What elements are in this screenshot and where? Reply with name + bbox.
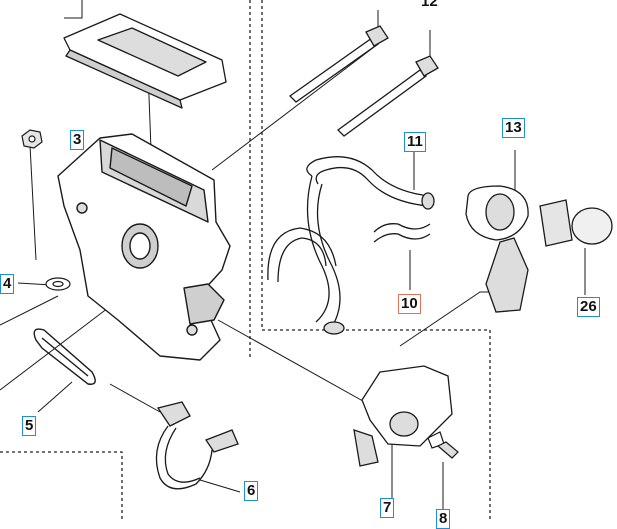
callout-4[interactable]: 4 [0, 274, 15, 294]
main-housing [57, 133, 231, 361]
callout-26[interactable]: 26 [577, 297, 600, 317]
callout-8[interactable]: 8 [436, 509, 451, 529]
callout-7[interactable]: 7 [380, 498, 395, 518]
callout-5[interactable]: 5 [22, 416, 37, 436]
leader-lines [0, 0, 586, 510]
callout-12[interactable]: 12 [421, 0, 438, 10]
fuel-hoses [267, 156, 435, 335]
choke-bracket [353, 365, 453, 467]
callout-13[interactable]: 13 [502, 118, 525, 138]
callout-11[interactable]: 11 [404, 132, 426, 152]
screw [427, 431, 459, 459]
washer [45, 277, 71, 291]
gasket-ring [33, 328, 96, 385]
primer-pump [465, 185, 613, 313]
wire-harness [155, 401, 239, 490]
callout-3[interactable]: 3 [70, 130, 85, 150]
dashed-group-boundaries [0, 0, 491, 522]
top-cover-frame [63, 13, 227, 109]
nut [21, 129, 43, 149]
callout-6[interactable]: 6 [244, 481, 259, 501]
long-bolts [288, 25, 439, 137]
callout-10[interactable]: 10 [398, 294, 421, 314]
